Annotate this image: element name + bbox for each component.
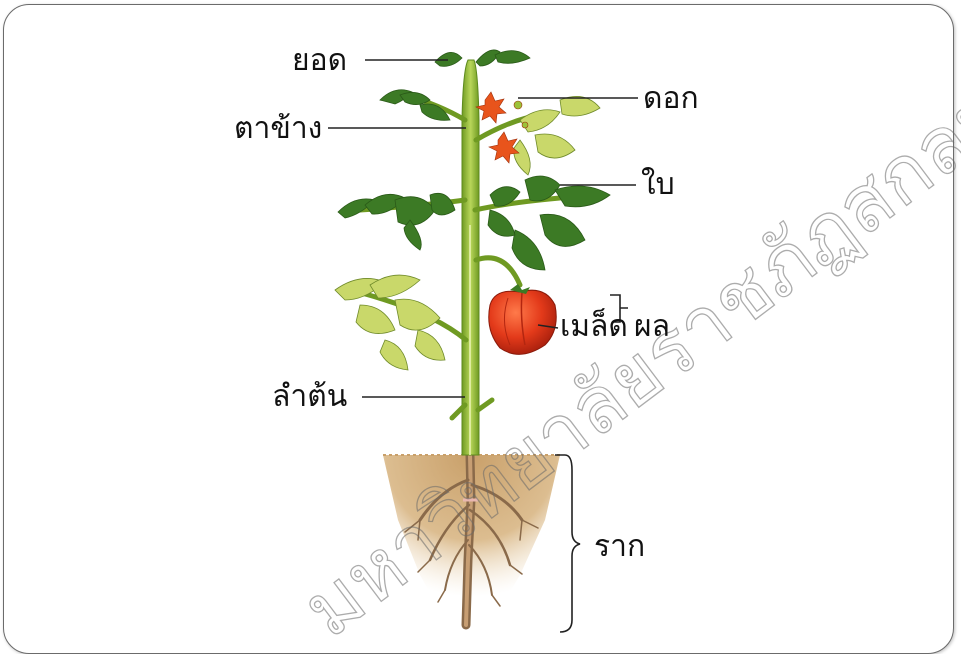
label-seed: เมล็ด — [560, 312, 628, 342]
label-fruit: ผล — [634, 312, 670, 342]
label-stem: ลำต้น — [272, 382, 347, 412]
label-leaf: ใบ — [641, 170, 675, 200]
label-root: ราก — [594, 532, 645, 562]
label-axillary-bud: ตาข้าง — [234, 114, 322, 144]
tomato-fruit — [489, 284, 557, 354]
label-flower: ดอก — [643, 84, 699, 114]
label-shoot-tip: ยอด — [292, 46, 347, 76]
